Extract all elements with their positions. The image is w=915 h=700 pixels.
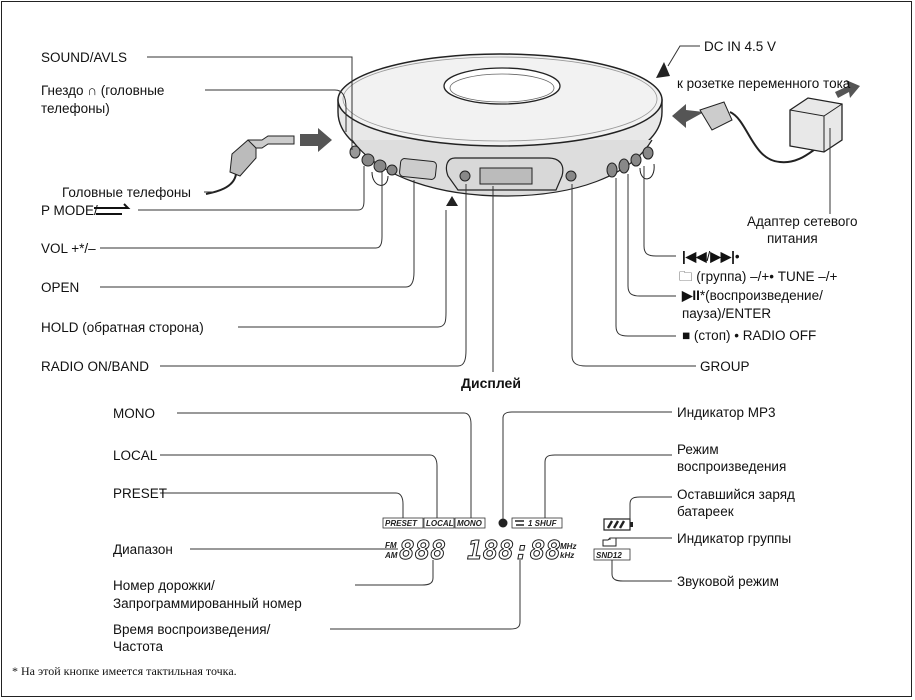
lcd-shuf: 1 SHUF [528,519,558,528]
lcd-fm: FM [385,541,397,550]
label-track-number-2: Запрограммированный номер [113,596,302,611]
label-band: Диапазон [113,542,173,557]
label-battery-2: батареек [677,504,734,519]
lcd-time-digits: 188:88 [467,536,561,566]
label-ac-outlet: к розетке переменного тока [677,76,851,91]
label-stop: ■ (стоп) • RADIO OFF [682,328,816,343]
lcd-repeat-icon [515,520,524,526]
label-prev-next: |◀◀/▶▶|• [682,249,740,264]
label-group-tune: 🗀 (группа) –/+• TUNE –/+ [679,269,838,284]
next-icon: ▶▶| [709,249,735,264]
label-adapter-1: Адаптер сетевого [747,214,858,229]
folder-icon: 🗀 [679,269,693,284]
repeat-icon [94,203,131,215]
footnote: * На этой кнопке имеется тактильная точк… [12,664,237,678]
label-vol: VOL +*/– [41,241,96,256]
lcd-track-digits: 888 [399,536,446,566]
lcd-am: AM [384,551,398,560]
player-leader-lines [100,45,831,372]
lcd-display: PRESET LOCAL MONO 1 SHUF FM AM 888 188:8… [381,516,633,567]
label-preset: PRESET [113,486,167,501]
label-mp3-indicator: Индикатор MP3 [677,405,776,420]
cd-player-illustration [337,53,663,197]
lcd-mono: MONO [457,519,483,528]
label-group: GROUP [700,359,750,374]
dc-in-arrow-icon [656,62,670,78]
lcd-snd: SND12 [596,551,622,560]
play-pause-icon: ▶II [681,288,700,303]
label-headphone-jack: Гнездо ∩ (головные [41,83,164,98]
label-track-number-1: Номер дорожки/ [113,578,215,593]
display-leader-lines [160,411,672,630]
label-group-indicator: Индикатор группы [677,531,791,546]
label-headphones: Головные телефоны [62,185,191,200]
label-play-time-1: Время воспроизведения/ [113,622,271,637]
prev-icon: |◀◀ [682,249,707,264]
lcd-mhz: MHz [560,542,576,551]
headphone-plug-icon [205,128,332,195]
label-display: Дисплей [461,375,521,391]
label-mono: MONO [113,406,155,421]
label-play-time-2: Частота [113,639,164,654]
stop-icon: ■ [682,328,690,343]
label-adapter-2: питания [767,231,818,246]
label-hold: HOLD (обратная сторона) [41,320,204,335]
label-sound-mode: Звуковой режим [677,574,779,589]
label-play-mode-2: воспроизведения [677,459,786,474]
label-sound-avls: SOUND/AVLS [41,50,127,65]
label-local: LOCAL [113,448,158,463]
ac-adapter-icon [672,80,860,164]
headphone-icon: ∩ [87,83,97,98]
label-dc-in: DC IN 4.5 V [704,39,776,54]
label-battery-1: Оставшийся заряд [677,487,795,502]
label-headphone-jack-2: телефоны) [41,101,110,116]
label-play-mode-1: Режим [677,442,719,457]
lcd-khz: kHz [560,551,574,560]
label-p-mode: P MODE/ [41,203,98,218]
lcd-mp3-dot [498,518,508,528]
label-play-pause-2: пауза)/ENTER [682,306,771,321]
lcd-local: LOCAL [426,519,454,528]
label-open: OPEN [41,280,79,295]
open-arrow-icon [446,196,458,206]
lcd-preset: PRESET [385,519,418,528]
label-radio-on-band: RADIO ON/BAND [41,359,149,374]
label-play-pause: ▶II*(воспроизведение/ [681,288,823,303]
